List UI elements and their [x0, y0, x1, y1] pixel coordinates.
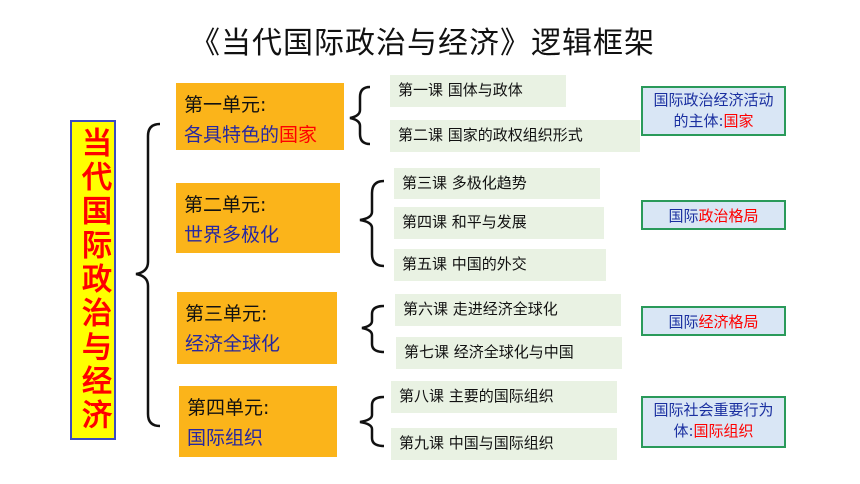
unit-4-name: 国际组织	[187, 427, 264, 449]
unit-2-box: 第二单元: 世界多极化	[176, 183, 340, 253]
unit-3-number: 第三单元:	[185, 303, 268, 325]
lesson-8: 第八课 主要的国际组织	[391, 381, 617, 413]
lesson-7: 第七课 经济全球化与中国	[396, 337, 622, 369]
lesson-5: 第五课 中国的外交	[394, 249, 606, 281]
unit-2-name: 世界多极化	[184, 224, 280, 246]
lesson-9: 第九课 中国与国际组织	[391, 428, 617, 460]
unit-3-name: 经济全球化	[185, 333, 281, 355]
unit-4-box: 第四单元: 国际组织	[179, 386, 337, 457]
note-2: 国际政治格局	[641, 200, 786, 230]
unit-2-number: 第二单元:	[184, 194, 267, 216]
main-bracket	[135, 122, 161, 428]
unit-3-box: 第三单元: 经济全球化	[177, 292, 337, 364]
lesson-2: 第二课 国家的政权组织形式	[390, 120, 640, 152]
root-topic-label: 当代国际政治与经济	[76, 127, 111, 433]
note-3: 国际经济格局	[641, 306, 786, 336]
lesson-6: 第六课 走进经济全球化	[395, 294, 621, 326]
unit4-bracket	[359, 395, 385, 448]
note-4: 国际社会重要行为体:国际组织	[641, 396, 786, 448]
unit-4-number: 第四单元:	[187, 397, 270, 419]
unit3-bracket	[361, 304, 385, 354]
lesson-1: 第一课 国体与政体	[390, 75, 566, 107]
unit2-bracket	[359, 179, 385, 268]
lesson-4: 第四课 和平与发展	[394, 207, 604, 239]
unit-1-name: 各具特色的国家	[184, 124, 318, 146]
page-title: 《当代国际政治与经济》逻辑框架	[190, 26, 655, 61]
lesson-3: 第三课 多极化趋势	[394, 168, 600, 199]
unit-1-box: 第一单元: 各具特色的国家	[176, 83, 344, 150]
unit-1-number: 第一单元:	[184, 94, 267, 116]
note-1: 国际政治经济活动的主体:国家	[641, 86, 786, 136]
root-topic-box: 当代国际政治与经济	[70, 120, 116, 440]
unit1-bracket	[349, 85, 371, 146]
